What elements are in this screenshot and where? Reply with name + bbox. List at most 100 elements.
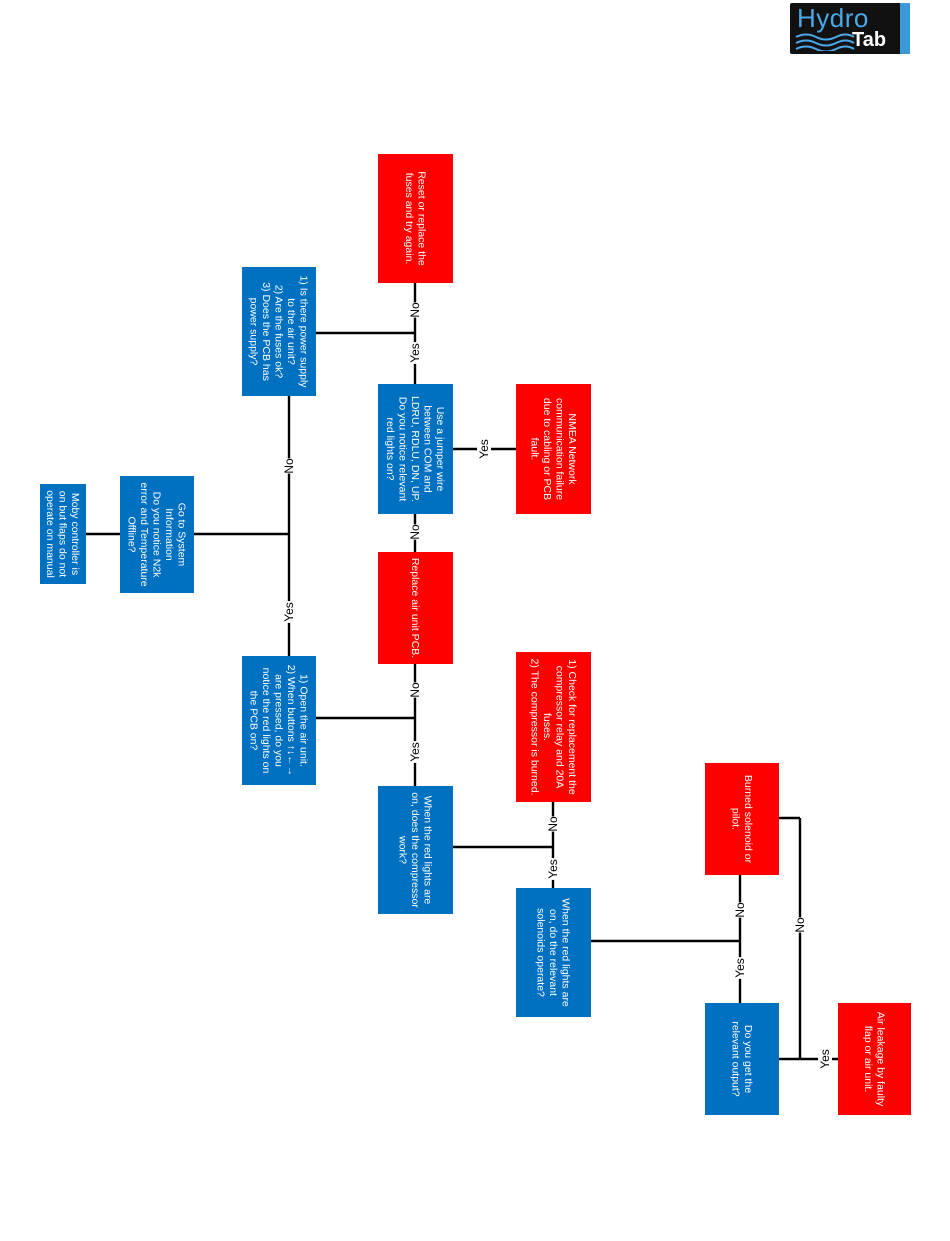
node-text: 1) Check for replacement thecompressor r… xyxy=(528,659,578,796)
edge-label-bg xyxy=(408,682,422,698)
node-box xyxy=(378,552,453,664)
edge-label-text: Yes xyxy=(733,958,747,978)
node-text-line: 1) Is there power supply xyxy=(298,275,310,388)
node-text-line: to the air unit? xyxy=(285,298,297,365)
edge-label-text: No xyxy=(408,524,422,540)
node-text-line: 2) Are the fuses ok? xyxy=(273,285,285,379)
node-text: 1) Open the air unit.2) When buttons ↑↓←… xyxy=(248,665,310,776)
edge-label-bg xyxy=(282,601,296,623)
node-start: Moby controller ison but flaps do notope… xyxy=(40,484,86,584)
node-text-line: Moby controller is xyxy=(69,493,81,575)
node-text-line: are pressed, do you xyxy=(273,674,285,767)
edge-label-bg xyxy=(282,458,296,474)
node-text: Moby controller ison but flaps do notope… xyxy=(44,490,81,578)
node-text: When the red lights areon, do the releva… xyxy=(535,898,572,1007)
edge-label-power-no: No xyxy=(408,302,422,318)
node-text-line: error and Temperature xyxy=(138,482,150,586)
edge-label-text: Yes xyxy=(818,1049,832,1069)
edge-label-text: Yes xyxy=(408,343,422,363)
node-box xyxy=(705,763,779,875)
node-text-line: on but flaps do not xyxy=(57,491,69,577)
node-compressor-check: When the red lights areon, does the comp… xyxy=(378,786,453,914)
edge-label-solenoids-yes: Yes xyxy=(733,957,747,979)
edge-label-bg xyxy=(546,858,560,880)
node-text-line: Do you notice N2k xyxy=(151,492,163,579)
node-text-line: Air leakage by faulty xyxy=(874,1012,886,1107)
edge-label-power-yes: Yes xyxy=(408,342,422,364)
edge-label-bg xyxy=(408,524,422,540)
node-text: Go to SystemInformationDo you notice N2k… xyxy=(126,482,188,586)
node-text-line: fault. xyxy=(528,438,540,461)
edge-label-open-yes: Yes xyxy=(408,741,422,763)
node-text-line: Burned solenoid or xyxy=(742,775,754,864)
node-open-unit: 1) Open the air unit.2) When buttons ↑↓←… xyxy=(242,656,316,785)
edge-label-bg xyxy=(408,342,422,364)
node-box xyxy=(378,384,453,514)
edge-label-bg xyxy=(546,816,560,832)
node-text-line: on, does the compressor xyxy=(409,792,421,908)
node-text-line: 2) The compressor is burned. xyxy=(528,659,540,796)
edge-label-bg xyxy=(733,902,747,918)
node-n2k-check: Go to SystemInformationDo you notice N2k… xyxy=(120,476,194,593)
node-output-check: Do you get therelevant output? xyxy=(705,1003,779,1115)
node-nmea-failure: NMEA Networkcommunication failuredue to … xyxy=(516,384,591,514)
edge-label-output-yes: Yes xyxy=(818,1048,832,1070)
node-text-line: power supply? xyxy=(248,298,260,366)
node-reset-fuses: Reset or replace thefuses and try again. xyxy=(378,154,453,283)
edge-label-text: No xyxy=(408,682,422,698)
logo-word-tab: Tab xyxy=(852,29,887,51)
node-text: Air leakage by faultyflap or air unit. xyxy=(862,1012,887,1107)
node-text-line: fuses. xyxy=(541,713,553,741)
node-text: Replace air unit PCB. xyxy=(409,558,421,658)
node-text: Do you get therelevant output? xyxy=(729,1021,754,1096)
edge-label-text: Yes xyxy=(408,742,422,762)
node-text-line: 2) When buttons ↑↓←→ xyxy=(285,665,297,776)
edge-label-bg xyxy=(408,741,422,763)
node-text-line: work? xyxy=(397,835,409,864)
node-text: When the red lights areon, does the comp… xyxy=(397,792,434,908)
edge-label-bg xyxy=(793,917,807,933)
edge-label-n2k-no: No xyxy=(282,458,296,474)
edge-label-output-no: No xyxy=(793,917,807,933)
node-box xyxy=(120,476,194,593)
edge-label-text: No xyxy=(546,816,560,832)
node-text-line: red lights on? xyxy=(384,417,396,480)
node-box xyxy=(516,888,591,1017)
edge-label-text: No xyxy=(282,458,296,474)
connector-lines xyxy=(86,283,838,1061)
edge-label-text: No xyxy=(408,302,422,318)
node-box xyxy=(516,384,591,514)
node-text-line: communication failure xyxy=(553,398,565,500)
node-text-line: 1) Open the air unit. xyxy=(298,674,310,767)
node-box xyxy=(242,267,316,396)
edge-label-text: Yes xyxy=(477,439,491,459)
node-text: Reset or replace thefuses and try again. xyxy=(403,171,428,266)
edge-label-compressor-yes: Yes xyxy=(546,858,560,880)
node-solenoids-check: When the red lights areon, do the releva… xyxy=(516,888,591,1017)
edge-label-bg xyxy=(733,957,747,979)
node-text-line: operate on manual xyxy=(44,490,56,578)
node-air-leakage: Air leakage by faultyflap or air unit. xyxy=(838,1003,911,1115)
hydrotab-logo: Hydro Tab xyxy=(790,3,910,54)
node-text-line: LDRU, RDLU, DN, UP. xyxy=(409,396,421,502)
node-text-line: Information xyxy=(163,508,175,561)
edge-label-solenoids-no: No xyxy=(733,902,747,918)
node-power-check: 1) Is there power supplyto the air unit?… xyxy=(242,267,316,396)
node-text: Use a jumper wirebetween COM andLDRU, RD… xyxy=(384,396,446,502)
node-replace-pcb: Replace air unit PCB. xyxy=(378,552,453,664)
node-compressor-replace: 1) Check for replacement thecompressor r… xyxy=(516,652,591,802)
node-text-line: fuses and try again. xyxy=(403,173,415,265)
node-text-line: Use a jumper wire xyxy=(434,407,446,492)
node-text-line: flap or air unit. xyxy=(862,1026,874,1093)
flowchart-nodes: Moby controller ison but flaps do notope… xyxy=(40,154,911,1115)
logo-word-hydro: Hydro xyxy=(797,3,869,33)
node-text: Burned solenoid orpilot. xyxy=(729,775,754,864)
edge-label-bg xyxy=(477,438,491,460)
node-text-line: due to cabling or PCB xyxy=(541,398,553,500)
node-text-line: relevant output? xyxy=(729,1021,741,1096)
logo-stripe xyxy=(900,3,910,54)
edge-label-bg xyxy=(408,302,422,318)
node-text: 1) Is there power supplyto the air unit?… xyxy=(248,275,310,388)
